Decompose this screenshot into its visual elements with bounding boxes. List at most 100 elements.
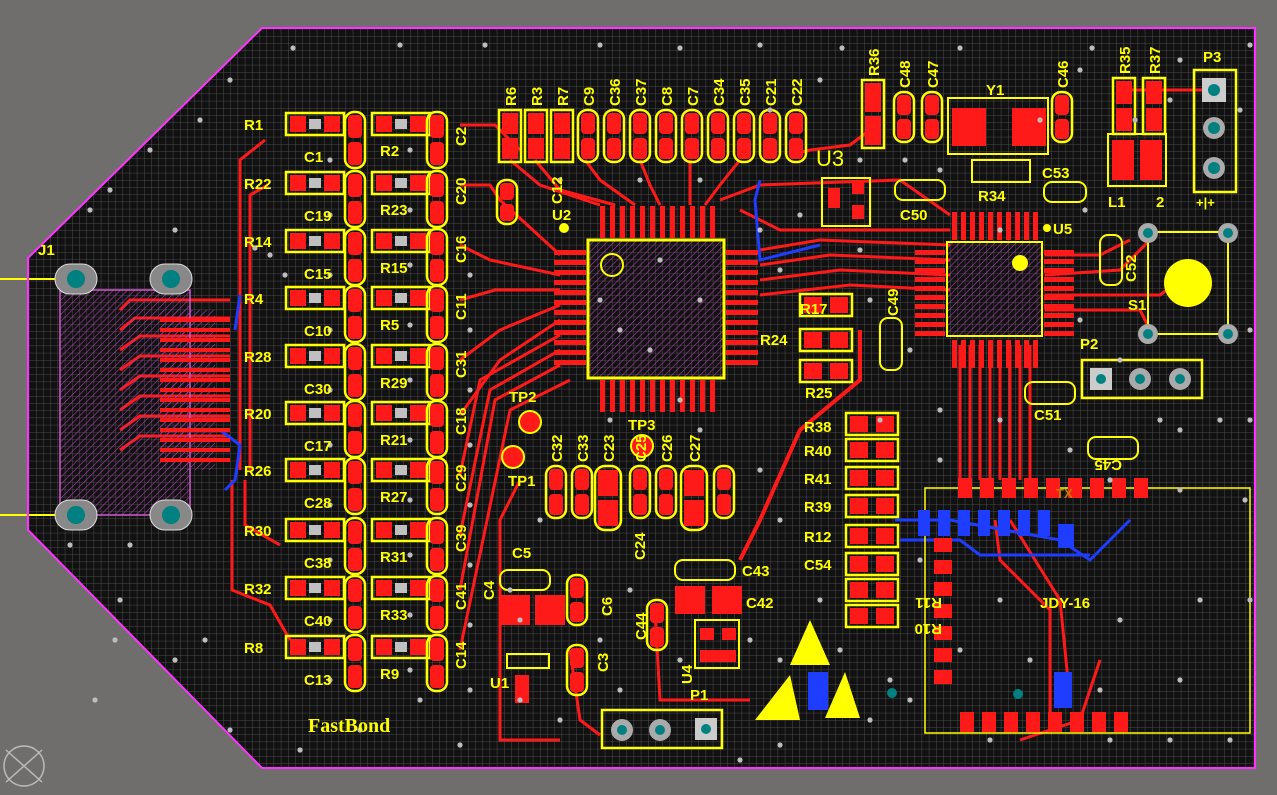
jdy16-module bbox=[918, 478, 1251, 734]
esd-warning-icon bbox=[755, 620, 860, 720]
label-u2: U2 bbox=[552, 207, 571, 224]
label-c1: C1 bbox=[304, 149, 323, 166]
label-c34: C34 bbox=[711, 78, 728, 106]
label-r10: R10 bbox=[914, 620, 942, 637]
label-r37: R37 bbox=[1147, 46, 1164, 74]
label-r22: R22 bbox=[244, 176, 272, 193]
label-p3: P3 bbox=[1203, 49, 1221, 66]
label-c21: C21 bbox=[763, 78, 780, 106]
label-c51: C51 bbox=[1034, 407, 1062, 424]
label-r26: R26 bbox=[244, 463, 272, 480]
silkscreen-labels: J1 U2 U3 U5 Y1 R34 C53 C50 S1 P2 P3 P1 L… bbox=[38, 49, 1221, 737]
label-c15: C15 bbox=[304, 266, 332, 283]
s1-switch[interactable] bbox=[1138, 223, 1238, 344]
label-r14: R14 bbox=[244, 234, 272, 251]
label-r3: R3 bbox=[529, 87, 546, 106]
label-r12: R12 bbox=[804, 529, 832, 546]
label-y1: Y1 bbox=[986, 82, 1004, 99]
label-c9: C9 bbox=[581, 87, 598, 106]
label-r1: R1 bbox=[244, 117, 263, 134]
p1-header[interactable] bbox=[600, 708, 724, 750]
u2-mcu-footprint[interactable] bbox=[554, 206, 758, 412]
label-r20: R20 bbox=[244, 406, 272, 423]
label-c32: C32 bbox=[549, 434, 566, 462]
label-c26: C26 bbox=[659, 434, 676, 462]
label-c10: C10 bbox=[304, 323, 332, 340]
label-r32: R32 bbox=[244, 581, 272, 598]
label-c42: C42 bbox=[746, 595, 774, 612]
label-c45: C45 bbox=[1094, 456, 1122, 473]
label-c44: C44 bbox=[633, 612, 650, 640]
label-r29: R29 bbox=[380, 375, 408, 392]
label-tx: TX bbox=[1056, 486, 1073, 501]
label-r25: R25 bbox=[805, 385, 833, 402]
label-r4: R4 bbox=[244, 291, 264, 308]
label-p2: P2 bbox=[1080, 336, 1098, 353]
label-c18: C18 bbox=[453, 407, 470, 435]
label-c36: C36 bbox=[607, 78, 624, 106]
label-r35: R35 bbox=[1117, 46, 1134, 74]
label-u4: U4 bbox=[679, 664, 696, 684]
label-tp1: TP1 bbox=[508, 473, 536, 490]
label-c31: C31 bbox=[453, 350, 470, 378]
label-r31: R31 bbox=[380, 549, 408, 566]
label-r7: R7 bbox=[555, 87, 572, 106]
label-module: JDY-16 bbox=[1040, 595, 1090, 612]
label-c52: C52 bbox=[1123, 254, 1140, 282]
p3-header[interactable] bbox=[1192, 68, 1238, 194]
label-u1: U1 bbox=[490, 675, 509, 692]
label-r30: R30 bbox=[244, 523, 272, 540]
label-c23: C23 bbox=[601, 434, 618, 462]
mounting-holes bbox=[887, 688, 1023, 699]
label-r15: R15 bbox=[380, 260, 408, 277]
label-c4: C4 bbox=[481, 580, 498, 600]
label-r23: R23 bbox=[380, 202, 408, 219]
label-c25: C25 bbox=[633, 434, 650, 462]
label-r17: R17 bbox=[800, 301, 828, 318]
p2-header[interactable] bbox=[1080, 358, 1204, 400]
board-outline bbox=[27, 27, 1256, 769]
label-c7: C7 bbox=[685, 87, 702, 106]
label-c47: C47 bbox=[925, 60, 942, 88]
label-c41: C41 bbox=[453, 582, 470, 610]
passive-components bbox=[284, 76, 1167, 697]
label-r24: R24 bbox=[760, 332, 788, 349]
label-c14: C14 bbox=[453, 641, 470, 669]
label-r34: R34 bbox=[978, 188, 1006, 205]
label-s1: S1 bbox=[1128, 297, 1146, 314]
label-r2: R2 bbox=[380, 143, 399, 160]
label-l2: 2 bbox=[1156, 194, 1164, 211]
label-r9: R9 bbox=[380, 666, 399, 683]
label-c50: C50 bbox=[900, 207, 928, 224]
label-c20: C20 bbox=[453, 177, 470, 205]
vias bbox=[67, 42, 1253, 763]
label-u3: U3 bbox=[816, 146, 844, 171]
label-c8: C8 bbox=[659, 87, 676, 106]
label-c54: C54 bbox=[804, 557, 832, 574]
label-polarity: +|+ bbox=[1196, 195, 1215, 210]
label-c40: C40 bbox=[304, 613, 332, 630]
label-r39: R39 bbox=[804, 499, 832, 516]
label-c35: C35 bbox=[737, 78, 754, 106]
label-c46: C46 bbox=[1055, 60, 1072, 88]
label-c49: C49 bbox=[885, 288, 902, 316]
label-c27: C27 bbox=[687, 434, 704, 462]
label-c19: C19 bbox=[304, 208, 332, 225]
label-c17: C17 bbox=[304, 438, 332, 455]
label-r28: R28 bbox=[244, 349, 272, 366]
label-c5: C5 bbox=[512, 545, 531, 562]
label-c33: C33 bbox=[575, 434, 592, 462]
label-c22: C22 bbox=[789, 78, 806, 106]
label-c48: C48 bbox=[897, 60, 914, 88]
label-r38: R38 bbox=[804, 419, 832, 436]
label-p1: P1 bbox=[690, 687, 708, 704]
label-tp3: TP3 bbox=[628, 417, 656, 434]
origin-marker-icon bbox=[3, 745, 45, 787]
label-r40: R40 bbox=[804, 443, 832, 460]
label-u5: U5 bbox=[1053, 221, 1072, 238]
u5-ic-footprint[interactable] bbox=[915, 212, 1074, 368]
label-c13: C13 bbox=[304, 672, 332, 689]
